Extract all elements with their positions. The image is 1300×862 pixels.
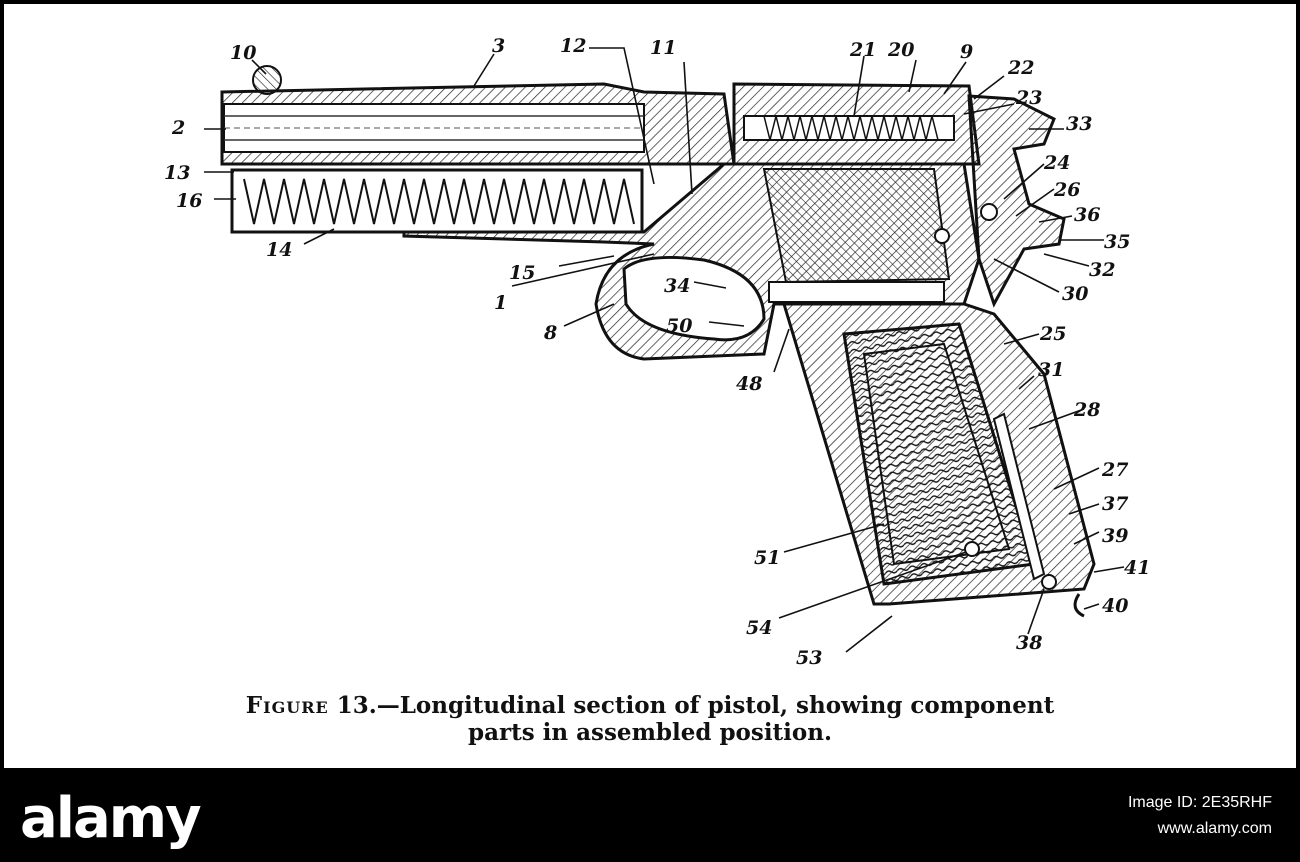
caption-text: 13.—Longitudinal section of pistol, show… [328,692,1055,719]
callout-28: 28 [1073,399,1100,421]
callout-12: 12 [560,35,586,57]
site-url-text: www.alamy.com [1157,820,1272,837]
recoil-spring-part [230,168,644,234]
callout-26: 26 [1053,179,1080,201]
callout-labels: 10 3 12 11 21 20 9 22 23 33 2 13 16 14 2… [164,35,1150,669]
callout-1: 1 [494,292,507,314]
caption-line-2: parts in assembled position. [467,719,832,746]
callout-23: 23 [1015,87,1042,109]
grip-part [781,302,1096,618]
callout-22: 22 [1007,57,1034,79]
callout-41: 41 [1124,557,1150,579]
rear-slide-part [732,82,981,166]
callout-9: 9 [960,41,973,63]
frame-part [402,162,981,361]
callout-20: 20 [887,39,914,61]
callout-40: 40 [1102,595,1128,617]
callout-37: 37 [1102,493,1128,515]
image-id-text: Image ID: 2E35RHF [1127,794,1272,811]
callout-48: 48 [736,373,762,395]
callout-30: 30 [1062,283,1088,305]
callout-10: 10 [230,42,256,64]
callout-2: 2 [171,117,185,139]
callout-32: 32 [1089,259,1115,281]
callout-39: 39 [1102,525,1128,547]
hammer-part [934,94,1066,308]
callout-11: 11 [650,37,676,59]
callout-21: 21 [849,39,876,61]
figure-caption: Figure 13.—Longitudinal section of pisto… [94,692,1206,746]
slide-part [220,65,736,166]
callout-34: 34 [664,275,690,297]
callout-13: 13 [164,162,190,184]
leader-lines [204,47,1125,653]
callout-16: 16 [176,190,202,212]
pistol-section-drawing: 10 3 12 11 21 20 9 22 23 33 2 13 16 14 2… [164,35,1150,669]
watermark-footer: alamy Image ID: 2E35RHF www.alamy.com [0,772,1300,862]
callout-8: 8 [543,322,557,344]
caption-line-1: Figure 13.—Longitudinal section of pisto… [94,692,1206,719]
callout-50: 50 [666,315,692,337]
callout-15: 15 [509,262,535,284]
callout-53: 53 [796,647,822,669]
caption-figure-label: Figure [245,692,329,719]
callout-3: 3 [492,35,505,57]
figure-panel: 10 3 12 11 21 20 9 22 23 33 2 13 16 14 2… [4,4,1296,768]
callout-33: 33 [1066,113,1092,135]
callout-27: 27 [1101,459,1128,481]
callout-24: 24 [1043,152,1070,174]
alamy-logo: alamy [20,786,202,851]
callout-54: 54 [746,617,772,639]
callout-35: 35 [1104,231,1130,253]
callout-51: 51 [754,547,780,569]
callout-38: 38 [1016,632,1042,654]
callout-36: 36 [1074,204,1100,226]
image-id-block: Image ID: 2E35RHF www.alamy.com [1128,790,1272,842]
callout-14: 14 [266,239,292,261]
callout-25: 25 [1039,323,1066,345]
callout-31: 31 [1038,359,1064,381]
